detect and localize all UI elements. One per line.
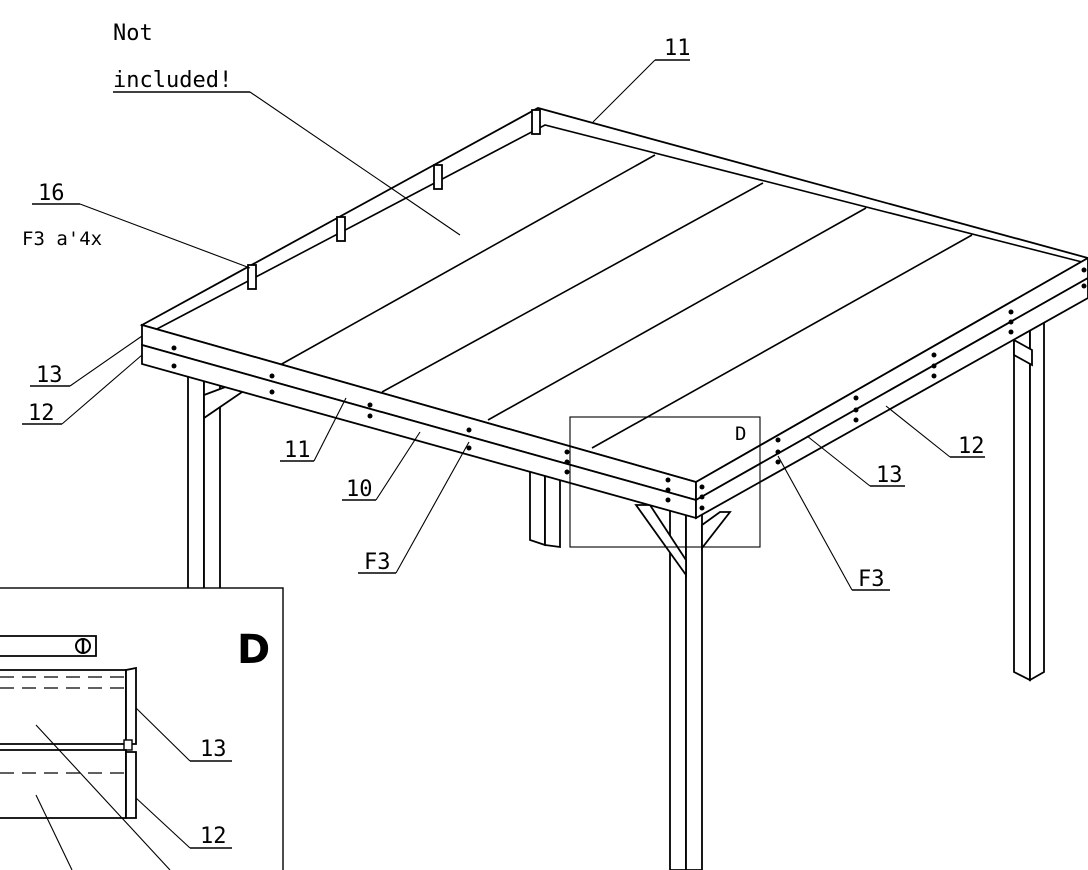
detail-callout-12: 12 xyxy=(200,824,227,849)
panel-seam-3 xyxy=(487,207,867,421)
callout-16-fastener: F3 a'4x xyxy=(22,228,102,250)
post-back xyxy=(529,469,546,547)
detail-callout-13: 13 xyxy=(200,737,227,762)
callout-11-top: 11 xyxy=(664,36,691,61)
post-back-side xyxy=(544,468,561,549)
callout-f3-right: F3 xyxy=(858,567,885,592)
note-line-1: Not xyxy=(113,21,153,46)
callout-16: 16 xyxy=(38,181,65,206)
callout-12-right: 12 xyxy=(958,434,985,459)
panel-seam-4 xyxy=(591,234,973,449)
screws xyxy=(171,267,1087,511)
note-line-2: included! xyxy=(113,68,232,93)
callouts: Not included! 11 16 F3 a'4x 13 12 11 10 … xyxy=(22,21,985,592)
callout-13-right-leader xyxy=(806,435,871,487)
callout-12-left: 12 xyxy=(28,401,55,426)
callout-12-right-leader xyxy=(885,405,951,458)
detail-marker: D xyxy=(569,416,761,548)
brace-front-right-a xyxy=(634,504,687,578)
post-back-right-side xyxy=(1029,320,1045,682)
brace-front-right-b xyxy=(701,511,732,551)
callout-f3-right-leader xyxy=(777,455,853,591)
panel-seam-1 xyxy=(279,154,656,366)
callout-13-left: 13 xyxy=(36,363,63,388)
post-back-right xyxy=(1013,329,1031,682)
profile-strip-2 xyxy=(336,216,346,242)
detail-bracket xyxy=(0,635,97,657)
callout-f3-front: F3 xyxy=(364,550,391,575)
detail-board-13 xyxy=(0,669,127,745)
right-beam-upper xyxy=(695,256,1088,502)
panel-seam-2 xyxy=(381,182,764,393)
detail-board-12-edge xyxy=(125,751,137,819)
right-beam xyxy=(695,256,1088,520)
callout-11-top-leader xyxy=(592,59,656,123)
post-front-right-side xyxy=(685,508,703,870)
detail-inset-title: D xyxy=(237,627,270,673)
detail-marker-box xyxy=(569,416,761,548)
profile-strip-4 xyxy=(531,109,541,135)
roof xyxy=(139,107,1088,483)
posts xyxy=(187,320,1045,870)
callout-13-left-leader xyxy=(69,335,143,387)
callout-10-leader xyxy=(375,431,421,501)
callout-12-left-leader xyxy=(61,354,143,425)
detail-board-12 xyxy=(0,749,127,819)
profile-strip-3 xyxy=(433,164,443,190)
right-beam-lower xyxy=(695,276,1088,520)
callout-16-leader xyxy=(79,203,251,269)
roof-top xyxy=(139,107,1088,483)
detail-marker-label: D xyxy=(735,423,746,445)
note-leader xyxy=(249,91,461,236)
callout-f3-front-leader xyxy=(395,441,470,574)
detail-board-13-edge xyxy=(125,666,137,745)
callout-13-right: 13 xyxy=(876,463,903,488)
brace-back-right xyxy=(1013,338,1033,367)
roof-inner-edge xyxy=(154,124,1083,331)
callout-11-front: 11 xyxy=(284,438,311,463)
callout-11-front-leader xyxy=(313,397,347,462)
callout-10: 10 xyxy=(346,477,373,502)
post-front-left xyxy=(187,344,205,601)
profile-strip-1 xyxy=(247,264,257,290)
detail-inset: D 13 12 xyxy=(0,587,284,870)
